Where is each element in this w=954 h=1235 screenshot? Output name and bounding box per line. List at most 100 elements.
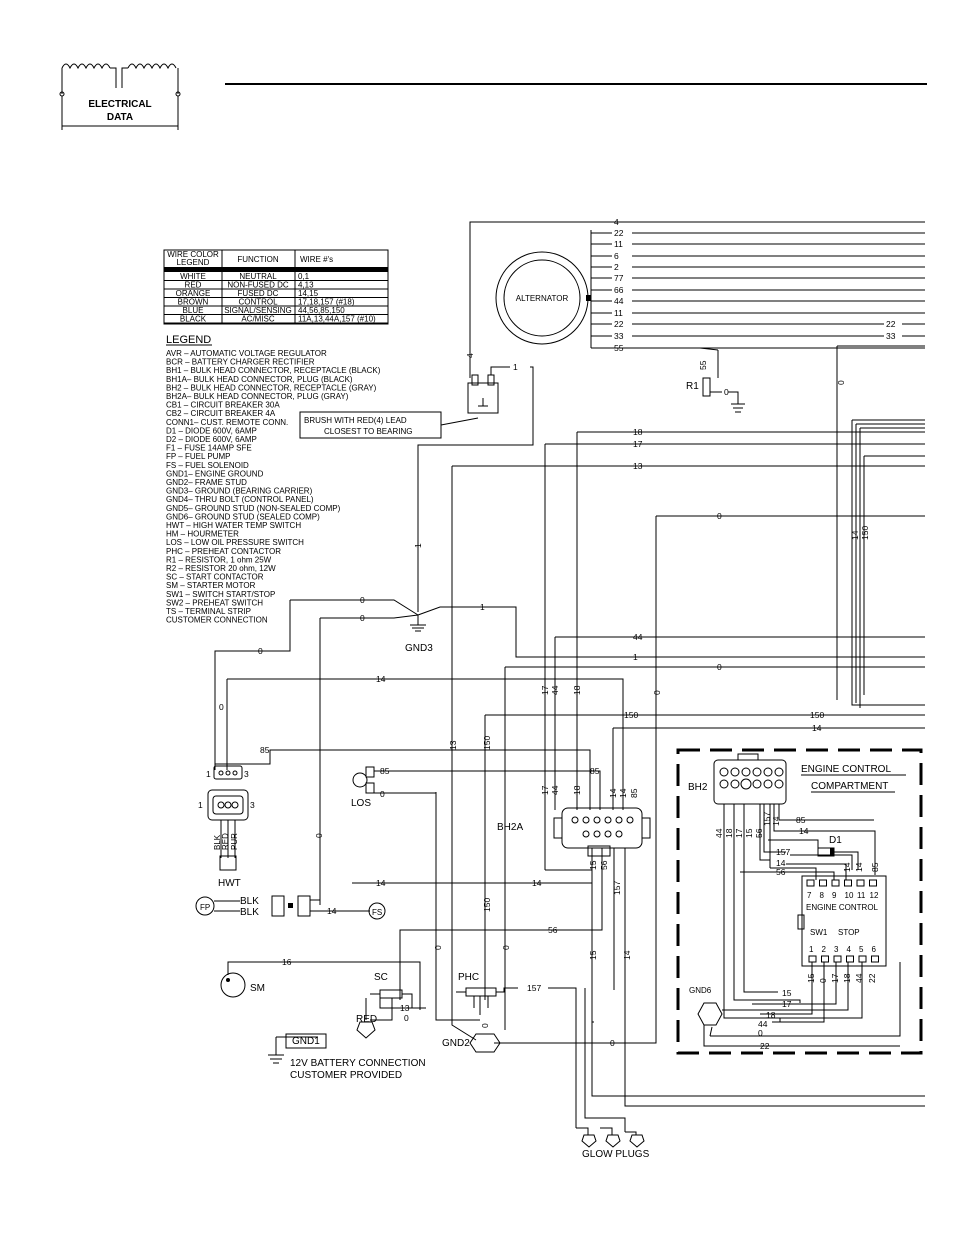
bh2a-pin — [626, 816, 634, 824]
bundle-wire-label: 33 — [614, 331, 624, 341]
bh2a-15: 15 — [588, 860, 598, 870]
table-cell-wires: 0,1 — [298, 272, 310, 281]
fp-blk1: BLK — [240, 896, 259, 907]
gnd6-wire — [703, 1025, 900, 1047]
table-cell-function: SIGNAL/SENSING — [224, 306, 292, 315]
glow-plugs-label: GLOW PLUGS — [582, 1149, 650, 1160]
bh2-pin — [719, 767, 729, 777]
hwt-blk: BLK — [213, 834, 222, 850]
battery-text-2: CUSTOMER PROVIDED — [290, 1070, 402, 1081]
bh2a-pin — [615, 830, 623, 838]
wire-16-label: 16 — [282, 957, 292, 967]
legend-item: D2 – DIODE 600V, 6AMP — [166, 435, 257, 444]
table-cell-wires: 44,56,85,150 — [298, 306, 345, 315]
ecc-wire — [770, 867, 817, 880]
legend-item: CB2 – CIRCUIT BREAKER 4A — [166, 409, 276, 418]
legend-item: D1 – DIODE 600V, 6AMP — [166, 426, 257, 435]
legend-item: F1 – FUSE 14AMP SFE — [166, 444, 252, 453]
board-bottom-terminal — [846, 955, 854, 963]
board-top-pin-label: 7 — [807, 891, 812, 900]
ecc-wire-label-v: 15 — [744, 828, 754, 838]
table-cell-function: AC/MISC — [241, 315, 275, 324]
r1-resistor: 55 0 R1 — [686, 350, 745, 413]
board-bottom-pin-label: 5 — [859, 945, 864, 954]
ecc-wire-label-h: 14 — [799, 826, 809, 836]
board-bottom-terminal — [808, 955, 817, 963]
board-bottom-terminal — [871, 955, 879, 963]
engine-control-label: ENGINE CONTROL — [806, 903, 879, 912]
wire-150-v2: 150 — [482, 898, 492, 912]
legend: LEGEND AVR – AUTOMATIC VOLTAGE REGULATOR… — [166, 334, 381, 625]
ecc-wire — [748, 962, 849, 1011]
legend-title: LEGEND — [166, 334, 211, 346]
table-cell-function: NEUTRAL — [239, 272, 277, 281]
board-bottom-terminal — [833, 955, 842, 963]
bundle-label-bg — [612, 331, 632, 340]
wire-14-c: 14 — [812, 723, 822, 733]
wire-15-v: 15 — [588, 950, 598, 960]
los-wire-85b: 85 — [590, 766, 600, 776]
wire-0-mid-label: 0 — [717, 511, 722, 521]
bundle-wire-label: 2 — [614, 262, 619, 272]
legend-item: GND5– GROUND STUD (NON-SEALED COMP) — [166, 504, 341, 513]
bh2a-44: 44 — [550, 785, 560, 795]
ecc-wire-label-v: 14 — [771, 816, 781, 826]
board-top-terminal — [806, 879, 815, 887]
bh2a-pin — [593, 830, 601, 838]
board-bottom-terminal — [858, 955, 867, 963]
board-top-terminal — [869, 879, 877, 887]
legend-item: HM – HOURMETER — [166, 530, 239, 539]
bundle-wire-label: 11 — [614, 239, 623, 249]
bh2-pin — [752, 767, 762, 777]
red-label: RED — [356, 1014, 377, 1025]
gnd3-label: GND3 — [405, 643, 433, 654]
sc-label: SC — [374, 972, 388, 983]
bh2a-pin — [582, 830, 590, 838]
wire-55-to-r1 — [591, 347, 719, 351]
bundle-wire-label: 44 — [614, 296, 624, 306]
logo-text-2: DATA — [107, 112, 133, 123]
gnd3-wire-1: 1 — [413, 543, 423, 548]
los-wire-0: 0 — [380, 789, 385, 799]
alternator-label: ALTERNATOR — [516, 294, 569, 303]
bh2a-pin — [593, 816, 601, 824]
table-header-color-2: LEGEND — [177, 258, 210, 267]
legend-item: BH1 – BULK HEAD CONNECTOR, RECEPTACLE (B… — [166, 366, 381, 375]
legend-item: TS – TERMINAL STRIP — [166, 607, 251, 616]
board-top-pin-label: 12 — [870, 891, 879, 900]
legend-item: SC – START CONTACTOR — [166, 573, 264, 582]
board-top-wire-label: 14 — [854, 862, 864, 872]
board-bottom-terminal — [821, 955, 829, 963]
legend-item: CUSTOMER CONNECTION — [166, 616, 268, 625]
wire-color-table: WIRE COLOR LEGEND FUNCTION WIRE #'s WHIT… — [163, 249, 389, 325]
wire-150-b: 150 — [810, 710, 824, 720]
table-cell-function: NON-FUSED DC — [227, 281, 289, 290]
wire-18-vert-label: 18 — [572, 685, 582, 695]
bundle-wire-label: 22 — [614, 319, 624, 329]
table-cell-color: ORANGE — [176, 289, 211, 298]
board-bottom-wire-label: 15 — [806, 973, 816, 983]
wire-14-v: 14 — [622, 950, 632, 960]
ecc-wire — [709, 1026, 713, 1037]
table-header-color-1: WIRE COLOR — [167, 250, 219, 259]
bundle-wire-label: 22 — [614, 228, 624, 238]
board-top-pin-label: 9 — [832, 891, 837, 900]
bh2-pin — [763, 767, 773, 777]
legend-item: BH2A– BULK HEAD CONNECTOR, PLUG (GRAY) — [166, 392, 349, 401]
brush-wire-4: 4 — [465, 353, 475, 358]
board-top-pin-label: 10 — [845, 891, 854, 900]
ecc-wire — [768, 839, 819, 852]
brush-wire-1: 1 — [513, 362, 518, 372]
bh2a-latch — [587, 845, 611, 857]
r1-label: R1 — [686, 381, 699, 392]
legend-item: LOS – LOW OIL PRESSURE SWITCH — [166, 538, 304, 547]
legend-item: CONN1– CUST. REMOTE CONN. — [166, 418, 288, 427]
ecc-wire-label-h: 44 — [758, 1019, 768, 1029]
table-cell-function: FUSED DC — [238, 289, 279, 298]
bundle-wire-label: 6 — [614, 251, 619, 261]
brush-holder: 1 4 BRUSH WITH RED(4) LEAD CLOSEST TO BE… — [299, 353, 534, 612]
bh2-pin — [730, 767, 740, 777]
wire-0-gnd2-label: 0 — [610, 1038, 615, 1048]
gnd6-label: GND6 — [689, 986, 712, 995]
